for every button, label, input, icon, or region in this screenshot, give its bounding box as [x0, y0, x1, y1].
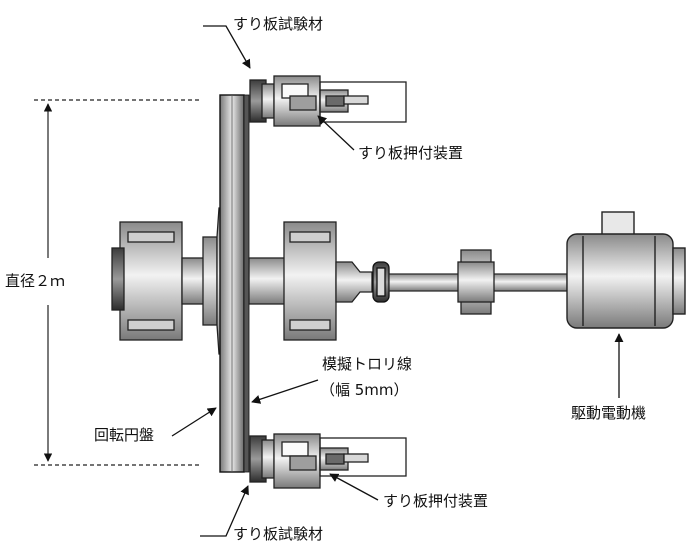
- label-disk: 回転円盤: [94, 426, 155, 444]
- top-pusher-unit: [249, 75, 407, 127]
- label-slider-bottom: すり板試験材: [233, 525, 324, 543]
- label-diameter: 直径２ｍ: [5, 272, 66, 290]
- drive-motor: [566, 211, 686, 329]
- shaft-taper: [335, 261, 373, 303]
- right-bearing-housing: [283, 221, 337, 341]
- main-shaft-mid: [248, 257, 288, 305]
- leader-disk: [171, 407, 217, 437]
- label-trolley-line: 模擬トロリ線: [322, 355, 413, 373]
- diameter-dimension: [34, 99, 200, 466]
- leader-lines: [171, 25, 624, 537]
- label-motor: 駆動電動機: [571, 404, 647, 422]
- flexible-coupling: [372, 261, 390, 303]
- leader-slider-top: [203, 25, 251, 69]
- left-bearing-housing: [111, 221, 183, 341]
- leader-slider-bottom: [200, 485, 249, 537]
- label-pusher-bottom: すり板押付装置: [383, 492, 489, 510]
- leader-pusher-bottom: [329, 473, 379, 501]
- trolley-wire-strip: [243, 94, 250, 473]
- label-slider-top: すり板試験材: [233, 15, 324, 33]
- label-trolley-width: （幅 5mm）: [320, 381, 409, 399]
- leader-trolley-line: [251, 379, 319, 404]
- shaft-coupling: [457, 249, 495, 315]
- label-pusher-top: すり板押付装置: [358, 144, 464, 162]
- bottom-pusher-unit: [249, 433, 407, 489]
- leader-pusher-top: [317, 115, 355, 151]
- rotating-disk: [219, 94, 245, 473]
